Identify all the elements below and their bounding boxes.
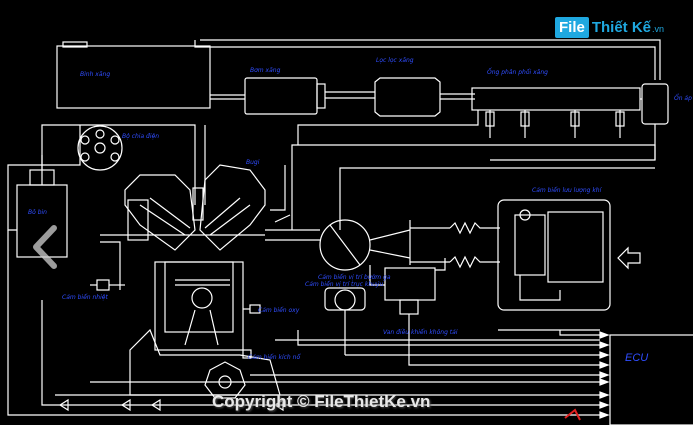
- air-flow-meter-label: Cảm biến lưu lượng khí: [532, 187, 602, 194]
- fuel-pump-label: Bơm xăng: [250, 67, 281, 74]
- fuel-return-line: [194, 40, 656, 80]
- fuel-tank-label: Bình xăng: [80, 71, 111, 78]
- oxygen-sensor-label: Cảm biến oxy: [258, 307, 300, 314]
- fuel-rail-label: Ống phân phối xăng: [487, 69, 548, 76]
- cylinder-head-left: [124, 174, 196, 251]
- throttle-body: [319, 219, 371, 271]
- ecu-box: [609, 334, 693, 425]
- logo-box: File: [555, 16, 589, 38]
- throttle-position-sensor: [334, 289, 356, 311]
- ignition-coil-label: Bô bin: [28, 209, 47, 216]
- distributor-label: Bộ chia điện: [122, 133, 160, 140]
- fuel-pump: [244, 77, 318, 115]
- crank-sensor-label: Cảm biến vị trí trục khuỷu: [305, 281, 384, 288]
- fuel-rail: [471, 87, 641, 111]
- chevron-left-icon[interactable]: [28, 222, 62, 272]
- temp-sensor: [96, 279, 110, 291]
- pressure-regulator: [641, 83, 669, 125]
- throttle-sensor-label: Cảm biến vị trí bướm ga: [318, 274, 391, 281]
- engine-block: [154, 261, 244, 351]
- piston-pin: [191, 287, 213, 309]
- site-logo[interactable]: File Thiết Kế .vn: [555, 13, 685, 41]
- fuel-tank: [56, 45, 211, 109]
- distributor: [77, 125, 123, 171]
- idle-valve-label: Van điều khiển không tải: [383, 329, 458, 336]
- ecu-label: ECU: [625, 352, 649, 364]
- temp-sensor-label: Cảm biến nhiệt: [62, 294, 108, 301]
- idle-air-valve: [384, 267, 436, 301]
- air-flow-meter: [497, 199, 611, 311]
- knock-sensor: [242, 349, 252, 359]
- knock-sensor-label: Cảm biến kích nổ: [248, 354, 301, 361]
- logo-domain: .vn: [652, 24, 665, 34]
- cylinder-head-right: [199, 164, 266, 251]
- copyright-watermark: Copyright © FileThietKe.vn: [212, 392, 431, 411]
- fuel-tank-cap: [62, 41, 88, 48]
- logo-name: Thiết Kế: [591, 18, 652, 36]
- air-intake-arrow: [617, 246, 641, 270]
- spark-plug: [192, 187, 204, 221]
- pressure-regulator-label: Ổn áp: [674, 95, 692, 102]
- spark-plug-label: Bugi: [246, 159, 260, 166]
- fuel-filter-label: Lọc lọc xăng: [376, 57, 414, 64]
- crankcase-gear: [204, 361, 246, 399]
- fuel-return-line-inner: [200, 39, 661, 80]
- fuel-filter: [374, 77, 441, 117]
